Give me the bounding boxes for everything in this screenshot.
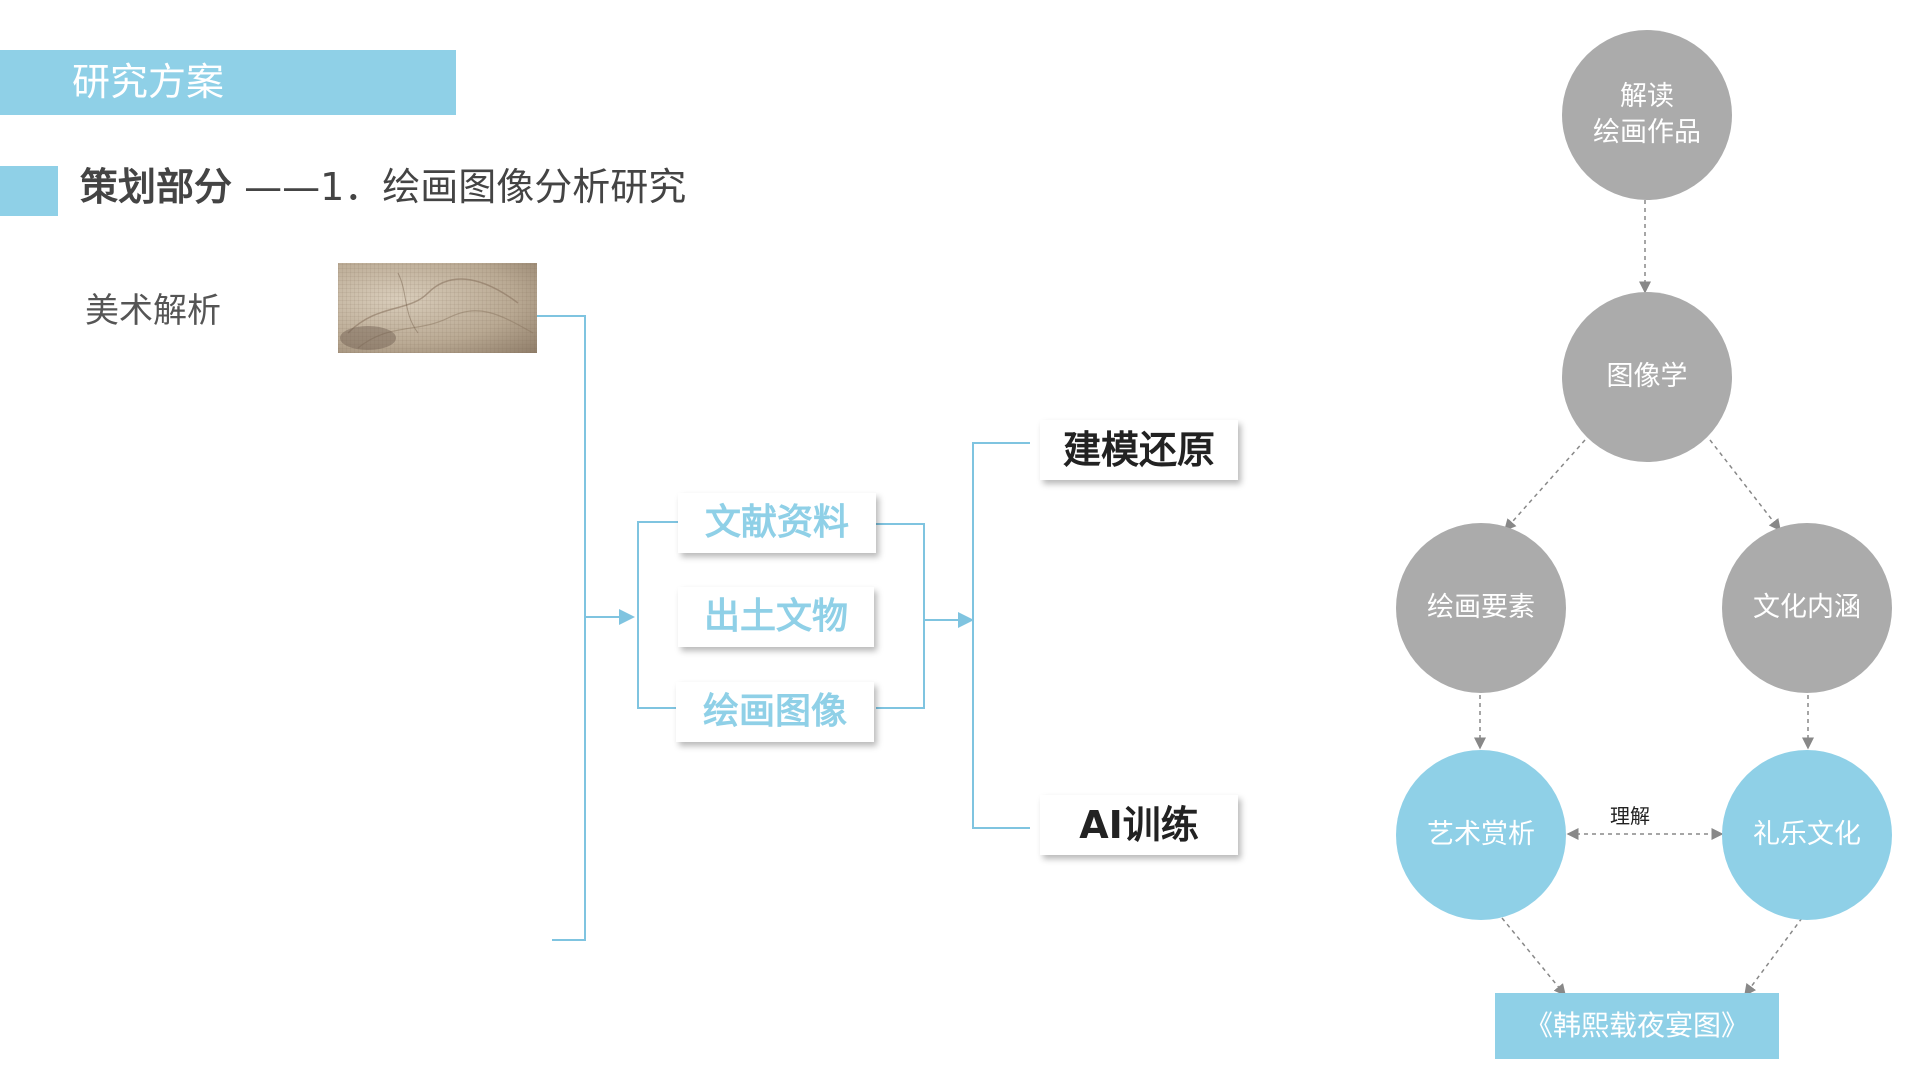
source-artifacts: 出土文物 (678, 587, 874, 647)
node-rites-label: 礼乐文化 (1753, 819, 1861, 850)
node-interpret-painting: 解读 绘画作品 (1562, 30, 1732, 200)
node-iconography: 图像学 (1562, 292, 1732, 462)
painting-thumbnail (338, 263, 537, 353)
node-rites-music-culture: 礼乐文化 (1722, 750, 1892, 920)
node-cultural-connotation: 文化内涵 (1722, 523, 1892, 693)
title-banner (0, 50, 456, 115)
node-art-appreciation: 艺术赏析 (1396, 750, 1566, 920)
node-elements-label: 绘画要素 (1427, 592, 1535, 623)
outcome-modeling: 建模还原 (1040, 420, 1238, 480)
painting-sketch-icon (340, 272, 534, 350)
section-heading-bold: 策划部分 (80, 165, 233, 209)
source-literature: 文献资料 (678, 493, 876, 553)
section-marker (0, 166, 58, 216)
outcome-ai-training: AI训练 (1040, 795, 1238, 855)
section-heading: 策划部分 ——1．绘画图像分析研究 (80, 162, 700, 212)
node-painting-elements: 绘画要素 (1396, 523, 1566, 693)
section-heading-rest: ——1．绘画图像分析研究 (244, 165, 687, 209)
node-interpret-line1: 解读 (1620, 81, 1674, 112)
node-appreciation-label: 艺术赏析 (1427, 819, 1535, 850)
node-iconography-label: 图像学 (1606, 361, 1688, 392)
painting-title-box: 《韩熙载夜宴图》 (1495, 993, 1779, 1059)
node-connotation-label: 文化内涵 (1753, 592, 1861, 623)
relation-label: 理解 (1610, 804, 1650, 828)
page-title: 研究方案 (72, 60, 225, 104)
node-interpret-line2: 绘画作品 (1593, 117, 1701, 148)
subheading: 美术解析 (85, 291, 221, 331)
source-paintings: 绘画图像 (676, 682, 874, 742)
